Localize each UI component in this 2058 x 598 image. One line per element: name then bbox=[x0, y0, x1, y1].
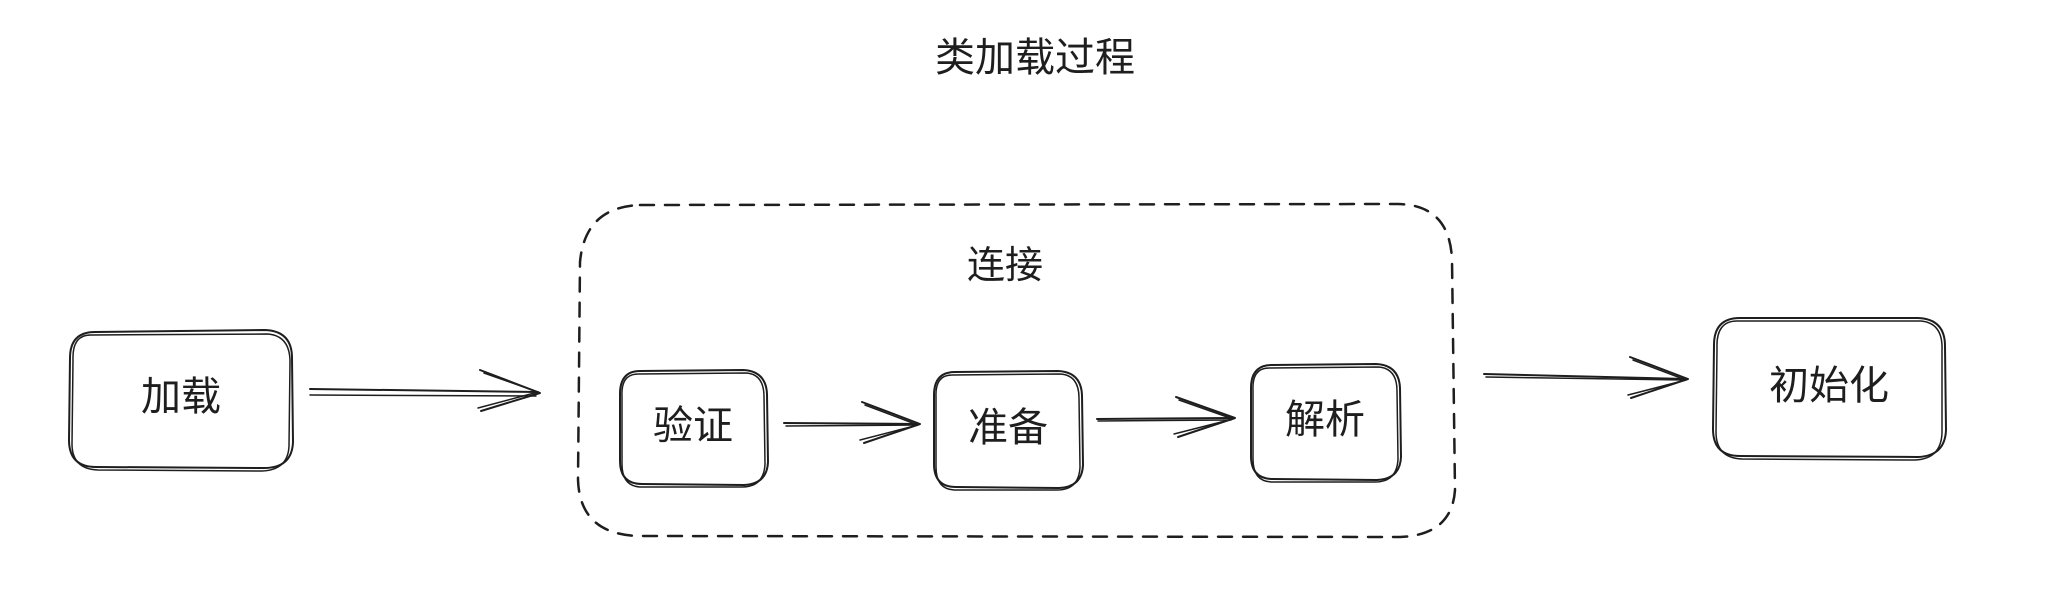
edge-prepare-to-resolve-line bbox=[1096, 417, 1234, 420]
node-load: 加载 bbox=[68, 329, 294, 472]
edge-link-to-init bbox=[1483, 356, 1689, 399]
node-resolve-label: 解析 bbox=[1285, 397, 1365, 443]
node-prepare: 准备 bbox=[933, 370, 1084, 491]
node-load-box bbox=[68, 329, 294, 469]
node-resolve-box bbox=[1250, 363, 1402, 481]
edge-prepare-to-resolve bbox=[1096, 396, 1236, 438]
edge-verify-to-prepare bbox=[783, 401, 921, 444]
node-verify-box bbox=[619, 369, 769, 486]
edge-verify-to-prepare-head bbox=[861, 401, 921, 444]
edge-load-to-link-head bbox=[479, 369, 541, 412]
node-load-label: 加载 bbox=[141, 374, 221, 420]
node-verify: 验证 bbox=[619, 369, 769, 488]
node-prepare-label: 准备 bbox=[968, 405, 1048, 451]
node-resolve: 解析 bbox=[1250, 363, 1402, 483]
node-init: 初始化 bbox=[1712, 317, 1947, 461]
link-group-label: 连接 bbox=[967, 243, 1043, 287]
diagram-title: 类加载过程 bbox=[935, 35, 1135, 81]
edge-link-to-init-line bbox=[1483, 373, 1687, 380]
node-prepare-box bbox=[933, 370, 1084, 489]
edge-load-to-link-line bbox=[309, 388, 539, 393]
link-group-border bbox=[576, 202, 1457, 539]
link-group: 连接 bbox=[576, 202, 1457, 539]
node-init-box bbox=[1712, 317, 1947, 458]
edge-load-to-link bbox=[309, 369, 541, 412]
node-verify-label: 验证 bbox=[653, 403, 733, 449]
edge-link-to-init-head bbox=[1629, 356, 1689, 399]
edge-prepare-to-resolve-head bbox=[1175, 396, 1236, 438]
edge-verify-to-prepare-line bbox=[783, 422, 919, 425]
node-init-label: 初始化 bbox=[1769, 363, 1889, 409]
